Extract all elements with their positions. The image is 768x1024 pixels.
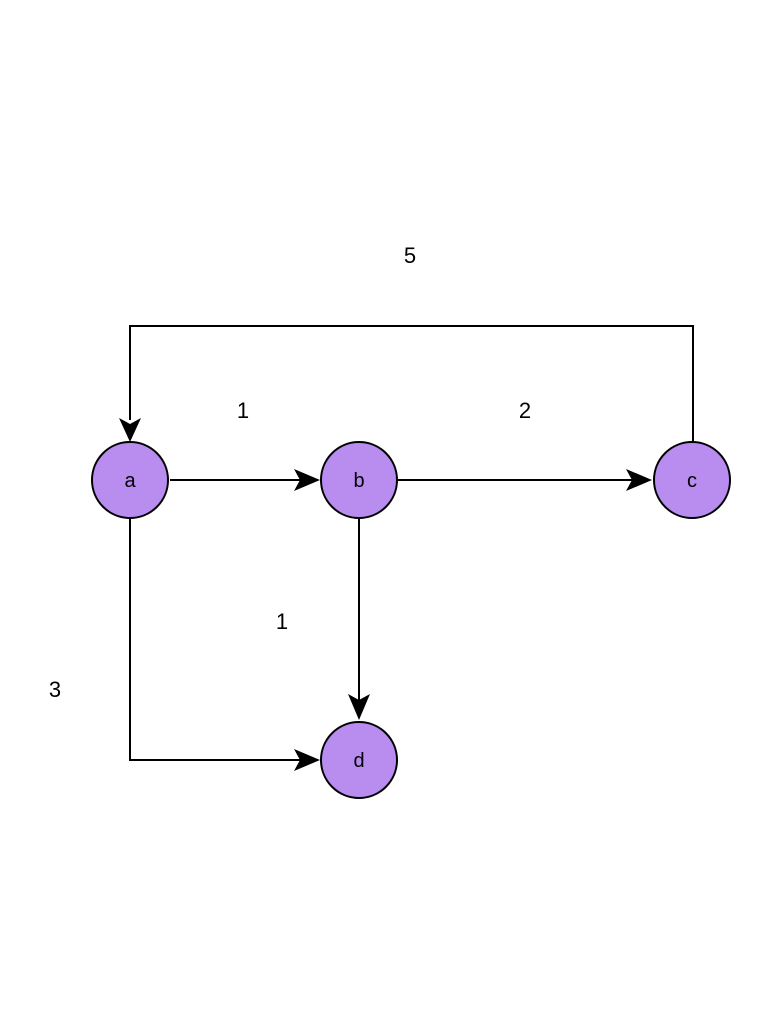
edge-c-to-a-weight: 5 — [404, 243, 416, 268]
edge-a-to-b-weight: 1 — [237, 398, 249, 423]
node-a: a — [91, 441, 169, 519]
node-c-label: c — [687, 470, 697, 492]
edge-a-to-d-line — [129, 518, 300, 761]
node-a-circle — [91, 441, 169, 519]
edge-b-to-d — [348, 518, 370, 720]
node-d: d — [320, 721, 398, 799]
edge-b-to-c-arrowhead — [626, 469, 652, 491]
node-c-circle — [653, 441, 731, 519]
edge-c-to-a — [119, 325, 694, 442]
node-b: b — [320, 441, 398, 519]
edge-b-to-c-weight: 2 — [519, 398, 531, 423]
edge-c-to-a-arrowhead — [119, 418, 141, 442]
node-b-circle — [320, 441, 398, 519]
node-a-label: a — [124, 470, 136, 492]
edge-a-to-d-arrowhead — [294, 749, 320, 771]
edge-a-to-b — [170, 469, 320, 491]
edge-c-to-a-line — [129, 325, 694, 442]
node-d-circle — [320, 721, 398, 799]
edge-b-to-d-weight: 1 — [276, 609, 288, 634]
node-d-label: d — [353, 750, 364, 772]
node-c: c — [653, 441, 731, 519]
edge-a-to-d — [129, 518, 320, 771]
edge-a-to-b-arrowhead — [294, 469, 320, 491]
edge-b-to-d-arrowhead — [348, 694, 370, 720]
edge-b-to-c — [398, 469, 652, 491]
edge-a-to-d-weight: 3 — [49, 677, 61, 702]
node-b-label: b — [353, 470, 364, 492]
